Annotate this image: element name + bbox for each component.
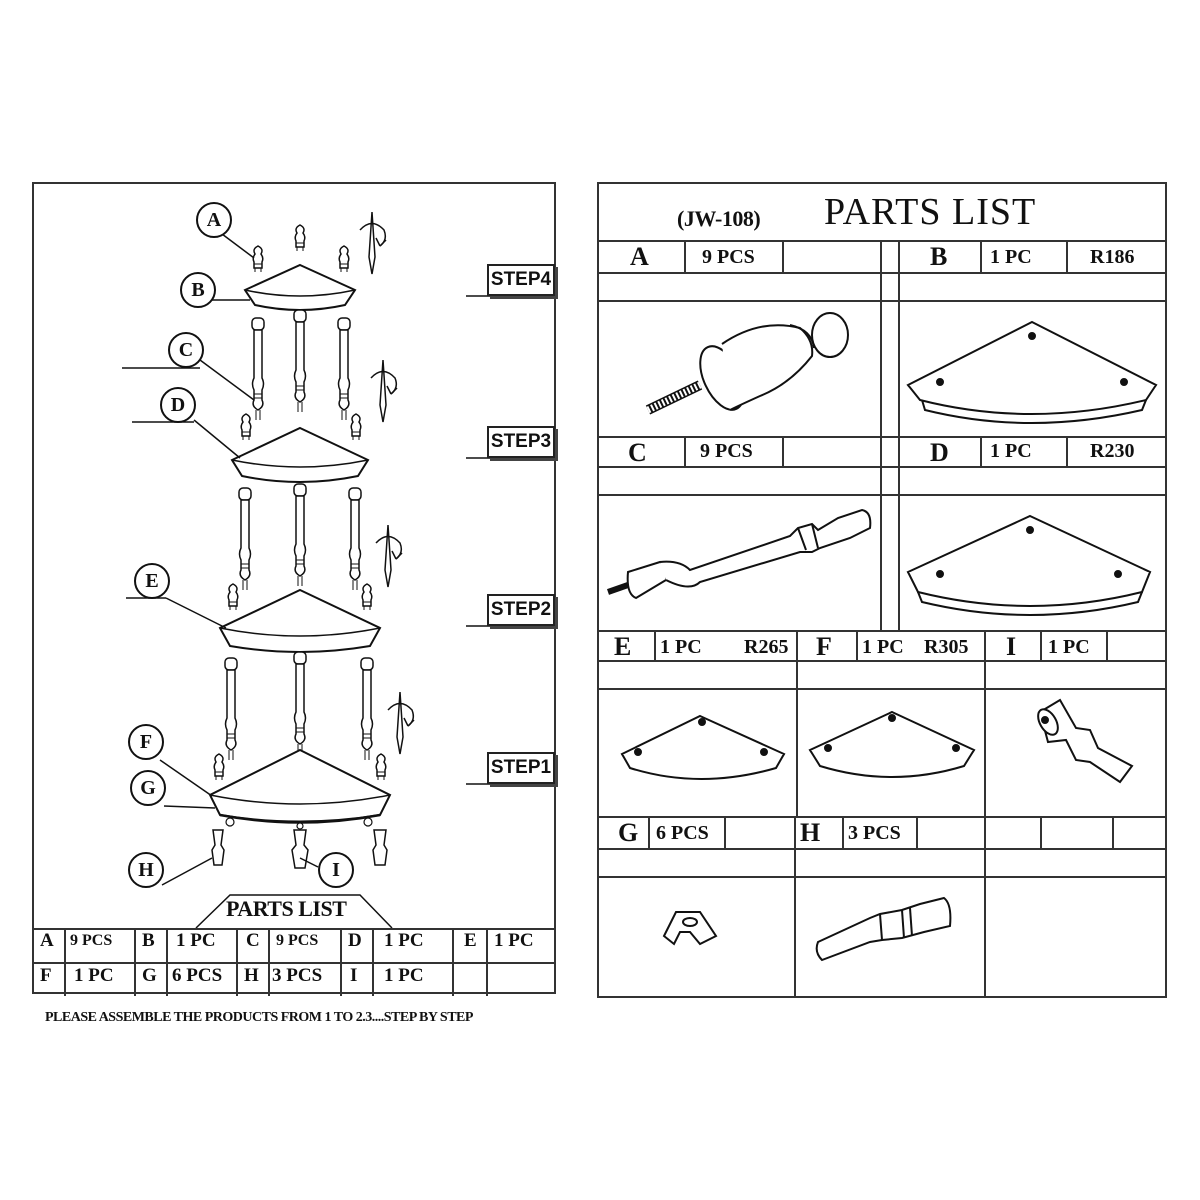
parts-illustrations bbox=[607, 312, 1158, 962]
parts-list-title-left: PARTS LIST bbox=[226, 896, 347, 921]
part-i-id: I bbox=[1006, 632, 1017, 661]
part-f-qty: 1 PC bbox=[862, 636, 904, 658]
left-parts-table bbox=[32, 928, 556, 996]
part-d-id: D bbox=[930, 438, 949, 467]
exploded-assembly-drawing bbox=[122, 211, 556, 929]
callout-f: F bbox=[128, 724, 164, 760]
part-b-shelf-drawing bbox=[906, 320, 1158, 424]
shelf-d-drawing bbox=[230, 426, 370, 483]
left-table-b-id: B bbox=[142, 930, 155, 951]
part-e-size: R265 bbox=[744, 636, 789, 658]
left-table-d-qty: 1 PC bbox=[384, 930, 424, 951]
part-b-qty: 1 PC bbox=[990, 246, 1032, 268]
part-b-id: B bbox=[930, 242, 948, 271]
left-table-e-qty: 1 PC bbox=[494, 930, 534, 951]
part-c-column-drawing bbox=[607, 508, 872, 600]
part-g-qty: 6 PCS bbox=[656, 822, 709, 844]
part-a-id: A bbox=[630, 242, 649, 271]
left-table-g-qty: 6 PCS bbox=[172, 965, 223, 986]
left-table-h-qty: 3 PCS bbox=[272, 965, 323, 986]
left-table-b-qty: 1 PC bbox=[176, 930, 216, 951]
part-d-qty: 1 PC bbox=[990, 440, 1032, 462]
part-h-id: H bbox=[800, 818, 821, 847]
part-i-qty: 1 PC bbox=[1048, 636, 1090, 658]
callout-e: E bbox=[134, 563, 170, 599]
part-d-shelf-drawing bbox=[906, 514, 1152, 616]
parts-list-panel bbox=[597, 182, 1167, 998]
part-f-shelf-drawing bbox=[808, 710, 976, 778]
left-table-i-qty: 1 PC bbox=[384, 965, 424, 986]
part-h-qty: 3 PCS bbox=[848, 822, 901, 844]
callout-g: G bbox=[130, 770, 166, 806]
part-e-id: E bbox=[614, 632, 632, 661]
left-table-c-qty: 9 PCS bbox=[276, 932, 319, 949]
part-i-finial-drawing bbox=[1037, 698, 1134, 784]
part-a-qty: 9 PCS bbox=[702, 246, 755, 268]
part-b-size: R186 bbox=[1090, 246, 1135, 268]
part-d-size: R230 bbox=[1090, 440, 1135, 462]
left-table-i-id: I bbox=[350, 965, 358, 986]
assembly-diagram-panel bbox=[32, 182, 556, 994]
part-e-shelf-drawing bbox=[620, 714, 786, 780]
part-c-id: C bbox=[628, 438, 647, 467]
callout-c: C bbox=[168, 332, 204, 368]
left-table-e-id: E bbox=[464, 930, 477, 951]
step2-label: STEP2 bbox=[487, 594, 555, 626]
callout-h: H bbox=[128, 852, 164, 888]
parts-list-title: PARTS LIST bbox=[824, 191, 1037, 233]
callout-d: D bbox=[160, 387, 196, 423]
part-e-qty: 1 PC bbox=[660, 636, 702, 658]
callout-a: A bbox=[196, 202, 232, 238]
model-number: (JW-108) bbox=[677, 206, 761, 231]
left-table-h-id: H bbox=[244, 965, 259, 986]
part-h-foot-drawing bbox=[815, 896, 952, 962]
part-f-id: F bbox=[816, 632, 832, 661]
part-g-bracket-drawing bbox=[662, 911, 718, 946]
step3-label: STEP3 bbox=[487, 426, 555, 458]
part-f-size: R305 bbox=[924, 636, 969, 658]
left-table-f-qty: 1 PC bbox=[74, 965, 114, 986]
callout-i: I bbox=[318, 852, 354, 888]
part-g-id: G bbox=[618, 818, 639, 847]
left-table-g-id: G bbox=[142, 965, 157, 986]
step4-label: STEP4 bbox=[487, 264, 555, 296]
left-table-a-qty: 9 PCS bbox=[70, 932, 113, 949]
left-table-f-id: F bbox=[40, 965, 52, 986]
step1-label: STEP1 bbox=[487, 752, 555, 784]
part-a-knob-drawing bbox=[645, 312, 849, 415]
left-table-a-id: A bbox=[40, 930, 54, 951]
left-table-d-id: D bbox=[348, 930, 362, 951]
callout-b: B bbox=[180, 272, 216, 308]
part-c-qty: 9 PCS bbox=[700, 440, 753, 462]
assembly-instruction-note: PLEASE ASSEMBLE THE PRODUCTS FROM 1 TO 2… bbox=[45, 1010, 473, 1025]
left-table-c-id: C bbox=[246, 930, 260, 951]
